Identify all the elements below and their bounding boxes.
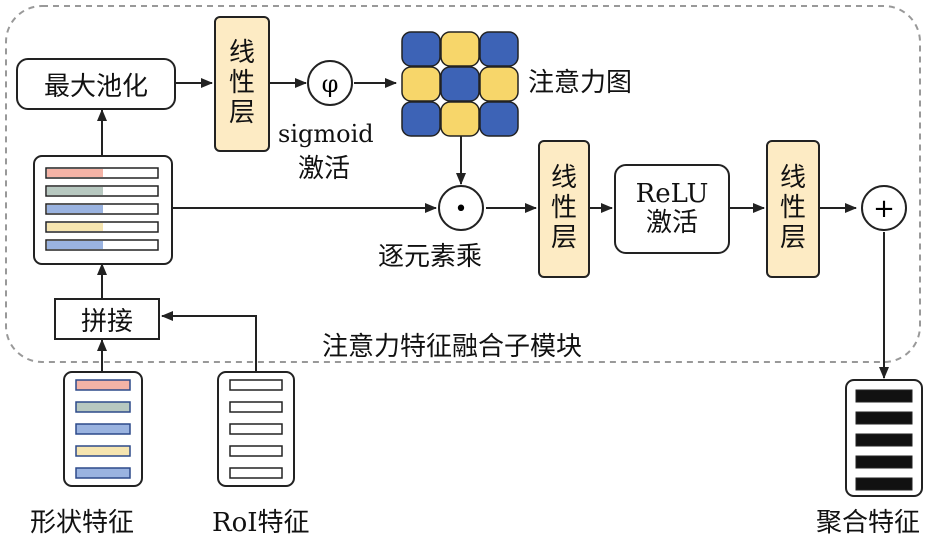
roi-features-label: RoI特征 (212, 508, 310, 538)
fused-bar-color (47, 205, 103, 213)
attention-cell (440, 31, 480, 67)
elementwise-multiply-label: 逐元素乘 (378, 242, 483, 272)
linear3-char-1: 线 (779, 163, 806, 194)
shape-bar (75, 401, 131, 413)
plus-symbol: + (873, 194, 895, 224)
linear-layer-2: 线 性 层 (538, 140, 590, 278)
linear-layer-1: 线 性 层 (214, 16, 270, 152)
add-circle (861, 185, 907, 231)
sigmoid-label: sigmoid (278, 120, 374, 148)
concat-box: 拼接 (54, 298, 160, 340)
sigmoid-circle (307, 60, 353, 106)
module-boundary (5, 5, 921, 363)
phi-symbol: φ (322, 70, 339, 98)
activation-label: 激活 (298, 154, 351, 184)
shape-bar (75, 423, 131, 435)
aggregated-bar (855, 389, 913, 403)
shape-feature-bars (75, 379, 131, 479)
attention-cell (479, 66, 519, 102)
linear1-char-2: 性 (228, 68, 255, 99)
roi-bar (229, 445, 283, 457)
linear1-char-3: 层 (228, 97, 255, 128)
aggregated-bar (855, 433, 913, 447)
attention-cell (479, 101, 519, 137)
linear3-char-2: 性 (779, 193, 806, 224)
linear2-char-2: 性 (550, 193, 577, 224)
multiply-symbol: • (455, 197, 468, 222)
attention-cell (479, 31, 519, 67)
max-pool-label: 最大池化 (43, 71, 148, 102)
attention-cell (440, 101, 480, 137)
roi-bar (229, 379, 283, 391)
relu-box: ReLU 激活 (614, 164, 730, 254)
relu-label: ReLU (635, 179, 709, 210)
attention-cell (440, 66, 480, 102)
linear3-char-3: 层 (779, 222, 806, 253)
attention-map (401, 31, 519, 137)
fused-bar-color (47, 241, 103, 249)
shape-features-label: 形状特征 (30, 508, 135, 538)
fused-feature-bars (45, 167, 159, 251)
fused-bar-color (47, 223, 103, 231)
aggregated-feature-bars (855, 389, 913, 491)
roi-bar (229, 401, 283, 413)
aggregated-bar (855, 477, 913, 491)
aggregated-features-label: 聚合特征 (816, 508, 921, 538)
shape-bar (75, 379, 131, 391)
roi-bar (229, 467, 283, 479)
shape-bar (75, 445, 131, 457)
shape-bar (75, 467, 131, 479)
aggregated-bar (855, 411, 913, 425)
fused-bar-color (47, 169, 103, 177)
roi-feature-bars (229, 379, 283, 479)
module-title: 注意力特征融合子模块 (322, 332, 583, 362)
relu-activation-label: 激活 (645, 208, 698, 238)
roi-bar (229, 423, 283, 435)
arrow-roi-to-concat (161, 311, 257, 372)
linear2-char-3: 层 (550, 222, 577, 253)
attention-map-label: 注意力图 (528, 68, 633, 98)
max-pool-box: 最大池化 (16, 58, 176, 110)
attention-cell (401, 31, 441, 67)
linear-layer-3: 线 性 层 (766, 140, 820, 278)
multiply-circle (438, 185, 484, 231)
linear1-char-1: 线 (228, 38, 255, 69)
linear2-char-1: 线 (550, 163, 577, 194)
concat-label: 拼接 (80, 306, 133, 337)
attention-cell (401, 101, 441, 137)
attention-cell (401, 66, 441, 102)
fused-bar-color (47, 187, 103, 195)
aggregated-bar (855, 455, 913, 469)
